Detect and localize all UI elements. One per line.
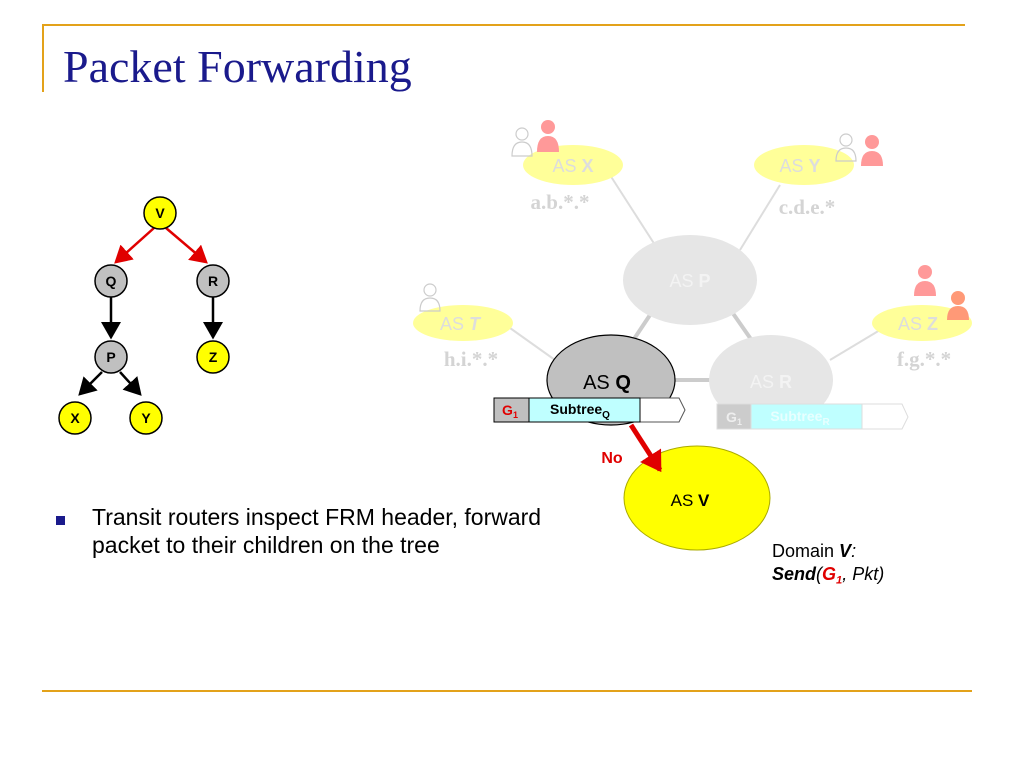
forward-arrow <box>628 423 663 473</box>
user-icon-t-outline <box>419 283 441 312</box>
as-z-prefix: f.g.*.* <box>897 347 951 371</box>
as-p-node <box>623 235 757 325</box>
header-r-group: G1 <box>726 409 742 427</box>
as-y-node <box>754 145 854 185</box>
tree-edge-p-x <box>78 371 103 396</box>
tree-label-p: P <box>106 349 115 365</box>
domain-send-caption: Domain V: Send(G1, Pkt) <box>772 540 884 588</box>
tree-label-v: V <box>155 205 165 221</box>
bullet-text: Transit routers inspect FRM header, forw… <box>92 504 542 558</box>
as-z-label: AS Z <box>898 314 938 334</box>
header-r-subtree: SubtreeR <box>770 408 830 428</box>
domain-label: Domain <box>772 541 835 561</box>
link-x-p <box>609 174 656 246</box>
header-q-subtree: SubtreeQ <box>550 401 610 421</box>
bullet-marker <box>56 516 65 525</box>
as-x-prefix: a.b.*.* <box>531 190 590 214</box>
as-x-label: AS X <box>552 156 593 176</box>
as-r-node <box>709 335 833 425</box>
tree-node-y <box>129 401 163 435</box>
tree-node-v <box>143 196 177 230</box>
header-q: G1 SubtreeQ <box>493 397 686 423</box>
user-icon-z <box>947 291 969 320</box>
tree-edge-v-r <box>165 227 208 264</box>
tree-node-q <box>94 264 128 298</box>
tree-label-r: R <box>208 273 218 289</box>
as-t-label: AS T <box>440 314 482 334</box>
as-y-label: AS Y <box>779 156 820 176</box>
tree-node-p <box>94 340 128 374</box>
user-icon-x <box>537 120 559 152</box>
tree-label-x: X <box>70 410 80 426</box>
multicast-tree: V Q R P Z X Y <box>58 196 230 435</box>
send-rest: , Pkt) <box>842 564 885 585</box>
as-network: AS X a.b.*.* AS Y c.d.e.* AS T h.i.*.* A… <box>413 120 972 551</box>
as-r-label: AS R <box>750 372 792 392</box>
as-x-node <box>523 145 623 185</box>
tree-edge-v-q <box>114 227 155 264</box>
as-v-label: AS V <box>671 491 710 510</box>
user-icon-x-outline <box>511 127 533 157</box>
tree-label-z: Z <box>209 349 218 365</box>
as-t-prefix: h.i.*.* <box>444 347 498 371</box>
user-icon-y-outline <box>835 133 857 162</box>
user-icon-z-top <box>914 265 936 296</box>
send-keyword: Send <box>772 564 817 585</box>
as-y-prefix: c.d.e.* <box>779 195 836 219</box>
frame-top-rule <box>42 24 965 26</box>
send-group-sub: 1 <box>836 574 843 587</box>
domain-line: Domain V: <box>772 540 884 563</box>
slide-title: Packet Forwarding <box>63 41 412 92</box>
frame-left-rule <box>42 24 44 92</box>
user-icon-y <box>861 135 883 166</box>
as-z-node <box>872 305 972 341</box>
send-line: Send(G1, Pkt) <box>772 563 884 588</box>
send-group: G <box>822 564 837 585</box>
tree-label-q: Q <box>106 273 117 289</box>
header-r: G1 SubtreeR <box>716 403 909 430</box>
tree-node-x <box>58 401 92 435</box>
decision-label: No <box>601 450 623 467</box>
as-p-label: AS P <box>669 271 710 291</box>
as-q-label: AS Q <box>583 372 631 394</box>
tree-edge-p-y <box>119 371 142 396</box>
link-r-z <box>829 329 881 361</box>
tree-node-z <box>196 340 230 374</box>
frame-bottom-rule <box>42 690 972 692</box>
domain-colon: : <box>851 541 857 561</box>
header-q-group: G1 <box>502 402 518 420</box>
link-t-q <box>509 327 556 361</box>
send-open-paren: ( <box>816 564 823 585</box>
as-t-node <box>413 305 513 341</box>
tree-label-y: Y <box>141 410 151 426</box>
domain-name: V <box>839 541 852 561</box>
tree-node-r <box>196 264 230 298</box>
link-y-p <box>739 184 781 251</box>
